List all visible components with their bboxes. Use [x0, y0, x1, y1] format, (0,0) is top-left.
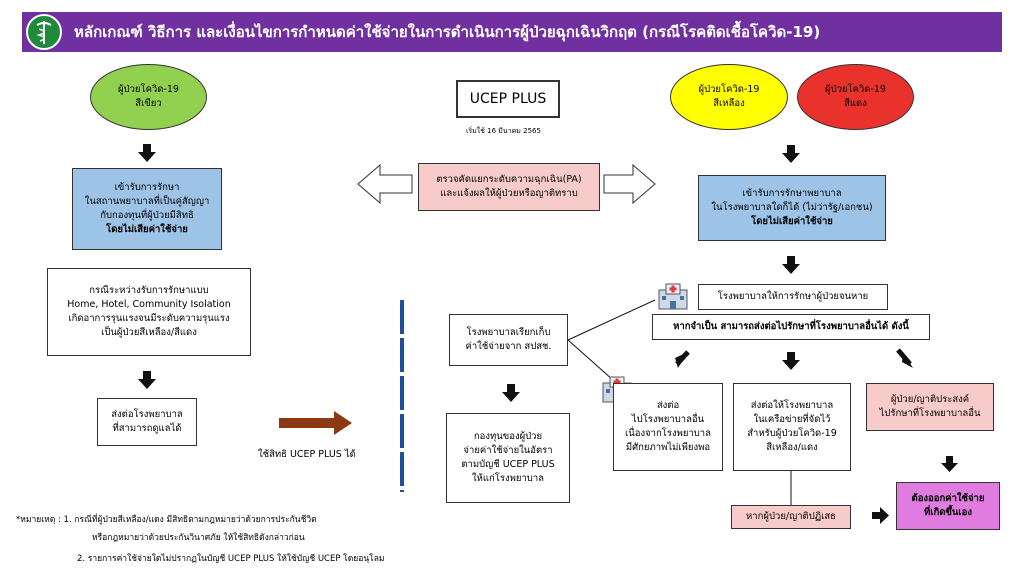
refuse-box: หากผู้ป่วย/ญาติปฏิเสธ — [731, 505, 851, 529]
fund-box: กองทุนของผู้ป่วย จ่ายค่าใช้จ่ายในอัตรา ต… — [446, 413, 570, 503]
start-date: เริ่มใช้ 16 มีนาคม 2565 — [466, 127, 541, 135]
caduceus-icon — [26, 14, 62, 50]
triage-box: ตรวจคัดแยกระดับความฉุกเฉิน(PA)และแจ้งผลใ… — [418, 163, 600, 211]
option-insufficient-box: ส่งต่อ ไปโรงพยาบาลอื่น เนื่องจากโรงพยาบา… — [613, 383, 723, 471]
treat-contract-box: เข้ารับการรักษา ในสถานพยาบาลที่เป็นคู่สั… — [72, 168, 222, 250]
ucep-plus-title: UCEP PLUS — [456, 80, 560, 118]
refer-hospital-box: ส่งต่อโรงพยาบาลที่สามารถดูแลได้ — [97, 398, 197, 446]
hollow-arrow-right-icon — [603, 163, 656, 205]
if-needed-box: หากจำเป็น สามารถส่งต่อไปรักษาที่โรงพยาบา… — [652, 314, 930, 340]
hospital-icon — [656, 282, 690, 314]
header-bar: หลักเกณฑ์ วิธีการ และเงื่อนไขการกำหนดค่า… — [22, 12, 1002, 52]
treat-any-box: เข้ารับการรักษาพยาบาล ในโรงพยาบาลใดก็ได้… — [698, 175, 886, 241]
page-title: หลักเกณฑ์ วิธีการ และเงื่อนไขการกำหนดค่า… — [74, 23, 821, 41]
brown-arrow-right-icon — [279, 411, 352, 435]
note-line-2: หรือกฎหมายว่าด้วยประกันวินาศภัย ให้ใช้สิ… — [92, 533, 305, 543]
note-line-3: 2. รายการค่าใช้จ่ายใดไม่ปรากฏในบัญชี UCE… — [77, 554, 385, 564]
use-right-text: ใช้สิทธิ UCEP PLUS ได้ — [258, 449, 356, 460]
isolation-box: กรณีระหว่างรับการรักษาแบบ Home, Hotel, C… — [47, 268, 251, 356]
billing-box: โรงพยาบาลเรียกเก็บค่าใช้จ่ายจาก สปสช. — [449, 314, 568, 366]
arrow-right-icon — [872, 507, 889, 524]
until-cured-box: โรงพยาบาลให้การรักษาผู้ป่วยจนหาย — [698, 284, 888, 310]
hollow-arrow-left-icon — [357, 163, 413, 205]
self-pay-box: ต้องออกค่าใช้จ่ายที่เกิดขึ้นเอง — [896, 482, 1000, 530]
arrow-down-icon — [502, 145, 958, 472]
option-network-box: ส่งต่อให้โรงพยาบาล ในเครือข่ายที่จัดไว้ … — [733, 383, 851, 471]
note-line-1: *หมายเหตุ : 1. กรณีที่ผู้ป่วยสีเหลือง/แด… — [16, 515, 317, 525]
arrow-down-icon — [138, 144, 156, 389]
arrow-diagonal-icon — [675, 348, 913, 368]
option-patient-wish-box: ผู้ป่วย/ญาติประสงค์ไปรักษาที่โรงพยาบาลอื… — [866, 383, 994, 431]
